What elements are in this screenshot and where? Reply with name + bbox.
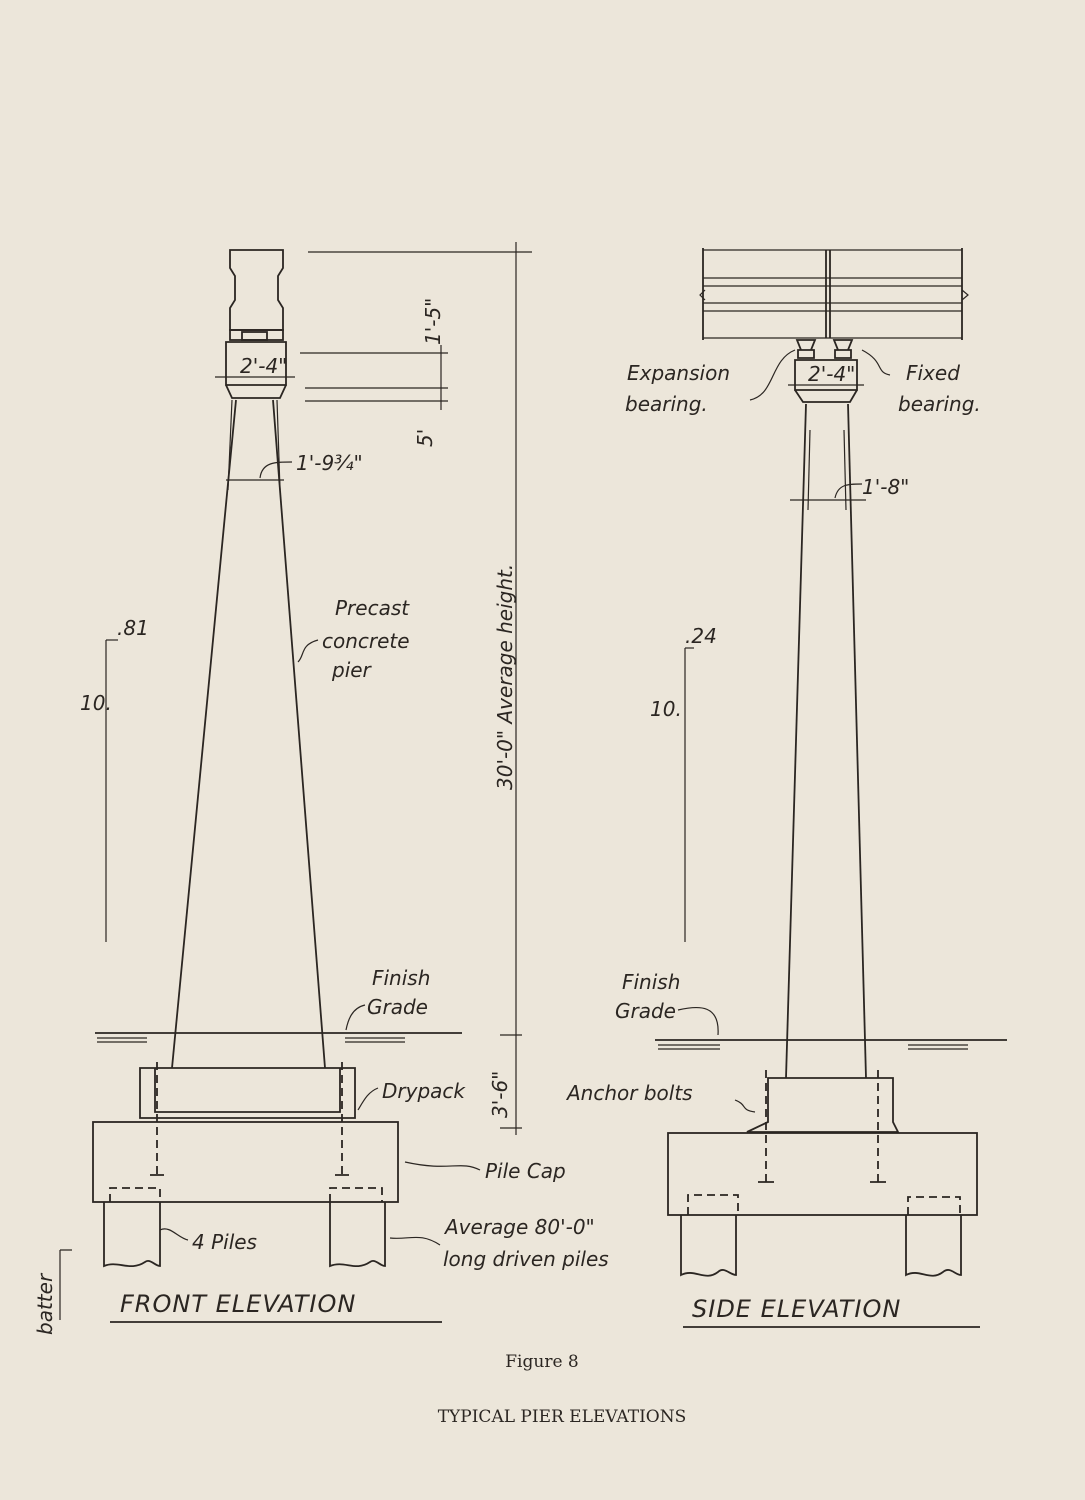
- front-drypack-block: [139, 1067, 356, 1119]
- side-pier-cap: [794, 359, 858, 403]
- front-shaft-left: [171, 399, 237, 1069]
- batter-label: batter: [33, 1272, 57, 1335]
- front-base-height-label: 3'-6": [488, 1071, 512, 1118]
- expansion-bearing: [795, 339, 817, 359]
- front-elevation: 2'-4" 1'-9¾" 1'-5" 5' 30'-0" Average hei…: [33, 242, 609, 1335]
- drypack-label: Drypack: [382, 1079, 466, 1103]
- pile-cap-label: Pile Cap: [485, 1159, 566, 1183]
- front-finish-grade-1: Finish: [372, 966, 430, 990]
- side-elevation: 2'-4" Expansion bearing. Fixed bearing. …: [565, 248, 1007, 1328]
- front-shaft-right: [272, 399, 326, 1069]
- side-cap-width-label: 2'-4": [808, 362, 855, 386]
- pier-label-line1: Precast: [335, 596, 410, 620]
- side-finish-grade-1: Finish: [622, 970, 680, 994]
- piles-note-line1: Average 80'-0": [443, 1215, 595, 1239]
- front-batter-side: 10.: [80, 691, 112, 715]
- anchor-bolts-label: Anchor bolts: [565, 1081, 693, 1105]
- front-finish-grade-2: Grade: [367, 995, 428, 1019]
- expansion-label-2: bearing.: [625, 392, 708, 416]
- pier-label-line3: pier: [331, 658, 373, 682]
- front-dim-1-5-label: 1'-5": [421, 298, 445, 345]
- front-pier-cap: [225, 341, 287, 399]
- side-shaft-right: [847, 403, 867, 1079]
- piles-note-line2: long driven piles: [443, 1247, 609, 1271]
- figure-title: TYPICAL PIER ELEVATIONS: [438, 1407, 687, 1427]
- figure-number: Figure 8: [505, 1352, 578, 1372]
- side-girders: [699, 248, 969, 340]
- side-elevation-title: SIDE ELEVATION: [692, 1295, 901, 1323]
- front-elevation-title: FRONT ELEVATION: [120, 1290, 356, 1318]
- side-pile-right: [905, 1215, 962, 1277]
- expansion-label-1: Expansion: [627, 361, 730, 385]
- side-finish-grade-2: Grade: [615, 999, 676, 1023]
- front-height-label: 30'-0" Average height.: [493, 564, 517, 790]
- side-batter-top: .24: [685, 624, 717, 648]
- front-cap-width-label: 2'-4": [240, 354, 287, 378]
- front-dim-5-label: 5': [413, 429, 437, 447]
- side-pile-cap: [667, 1132, 978, 1216]
- front-pier-top-block: [229, 249, 284, 331]
- front-pile-right: [329, 1202, 386, 1268]
- side-base-block: [746, 1077, 900, 1133]
- front-bearing: [241, 331, 268, 341]
- side-batter-side: 10.: [650, 697, 682, 721]
- side-shaft-left: [785, 403, 807, 1079]
- front-pile-cap: [92, 1121, 399, 1203]
- fixed-label-2: bearing.: [898, 392, 981, 416]
- side-pile-left: [680, 1215, 737, 1277]
- front-batter-top: .81: [117, 616, 149, 640]
- side-shaft-width-label: 1'-8": [862, 475, 909, 499]
- fixed-label-1: Fixed: [906, 361, 960, 385]
- fixed-bearing: [832, 339, 854, 359]
- front-pile-left: [103, 1202, 161, 1268]
- piles-label: 4 Piles: [192, 1230, 257, 1254]
- front-shaft-width-label: 1'-9¾": [296, 451, 363, 475]
- pier-label-line2: concrete: [322, 629, 410, 653]
